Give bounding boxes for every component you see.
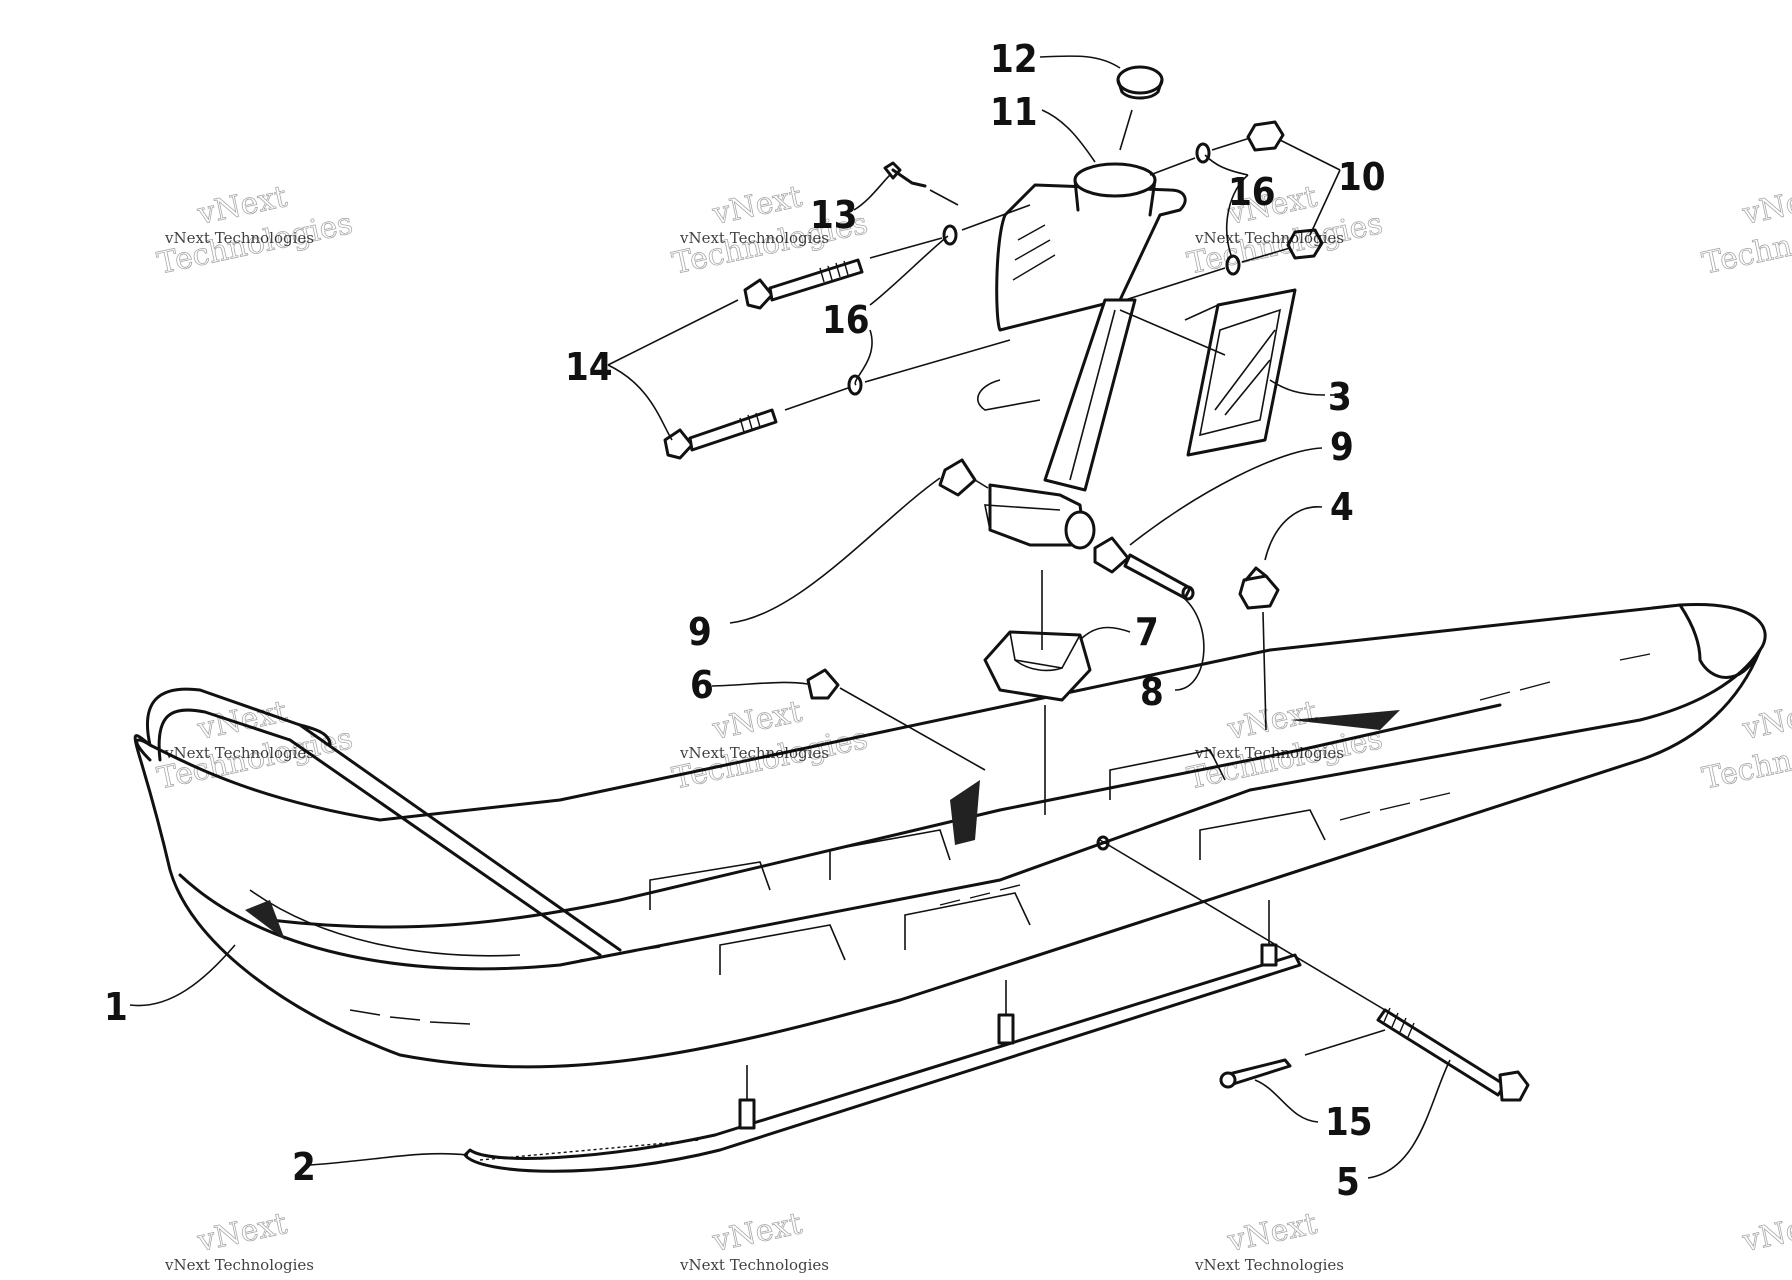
callout-6: 6	[690, 663, 714, 707]
svg-text:vNext Technologies: vNext Technologies	[1194, 229, 1344, 247]
watermark: vNext vNext Technologies	[679, 1206, 829, 1274]
callout-5: 5	[1336, 1160, 1360, 1204]
callout-8: 8	[1140, 670, 1164, 714]
nuts	[806, 566, 1280, 771]
callout-7: 7	[1135, 610, 1159, 654]
svg-text:vNext Technologies: vNext Technologies	[1194, 1256, 1344, 1274]
callout-9: 9	[688, 610, 712, 654]
svg-text:vNext Technologies: vNext Technologies	[679, 1256, 829, 1274]
callout-14: 14	[565, 345, 613, 389]
watermark: vNext Technologies	[1699, 179, 1792, 282]
callout-9: 9	[1330, 425, 1354, 469]
cap	[1116, 65, 1164, 151]
leader-lines	[129, 55, 1451, 1179]
watermarks: vNext Technologies vNext Technologies vN…	[154, 179, 1792, 1274]
svg-text:vNext Technologies: vNext Technologies	[164, 744, 314, 762]
ski-body	[133, 602, 1767, 1069]
saddle	[983, 570, 1092, 815]
watermark: vNext vNext Technologies	[1194, 1206, 1344, 1274]
callout-1: 1	[104, 985, 128, 1029]
svg-text:vNext: vNext	[1739, 1206, 1792, 1259]
watermark: vNext Technologies vNext Technologies	[154, 694, 356, 797]
svg-text:vNext: vNext	[1224, 1206, 1320, 1259]
svg-text:vNext: vNext	[1739, 179, 1792, 232]
svg-text:vNext Technologies: vNext Technologies	[1194, 744, 1344, 762]
bushings	[938, 458, 1195, 601]
callout-16: 16	[1228, 170, 1276, 214]
svg-text:vNext Technologies: vNext Technologies	[679, 229, 829, 247]
hardware-right	[1124, 120, 1324, 301]
svg-text:vNext: vNext	[1739, 694, 1792, 747]
callouts: 1 2 3 4 5 6 7 8 9 9 10 11 12 13 14 15 16…	[104, 37, 1386, 1204]
watermark: vNext Technologies vNext Technologies	[154, 179, 356, 282]
callout-11: 11	[990, 90, 1038, 134]
wear-bar	[463, 900, 1302, 1173]
decal	[1184, 288, 1297, 457]
svg-text:vNext: vNext	[709, 1206, 805, 1259]
watermark: vNext vNext Technologies	[164, 1206, 314, 1274]
callout-16: 16	[822, 298, 870, 342]
svg-text:vNext Technologies: vNext Technologies	[679, 744, 829, 762]
spindle	[977, 162, 1187, 550]
bolt-pin	[1096, 835, 1530, 1102]
callout-15: 15	[1325, 1100, 1373, 1144]
watermark: vNext Technologies vNext Technologies	[1184, 694, 1386, 797]
watermark: vNext Technologies	[1699, 694, 1792, 797]
callout-12: 12	[990, 37, 1038, 81]
callout-10: 10	[1338, 155, 1386, 199]
watermark: vNext	[1738, 1206, 1792, 1260]
hardware-left	[663, 161, 1031, 460]
callout-4: 4	[1330, 485, 1354, 529]
callout-13: 13	[810, 193, 858, 237]
callout-2: 2	[292, 1145, 316, 1189]
svg-text:vNext: vNext	[194, 1206, 290, 1259]
svg-text:vNext Technologies: vNext Technologies	[164, 229, 314, 247]
callout-3: 3	[1328, 375, 1352, 419]
svg-text:vNext Technologies: vNext Technologies	[164, 1256, 314, 1274]
